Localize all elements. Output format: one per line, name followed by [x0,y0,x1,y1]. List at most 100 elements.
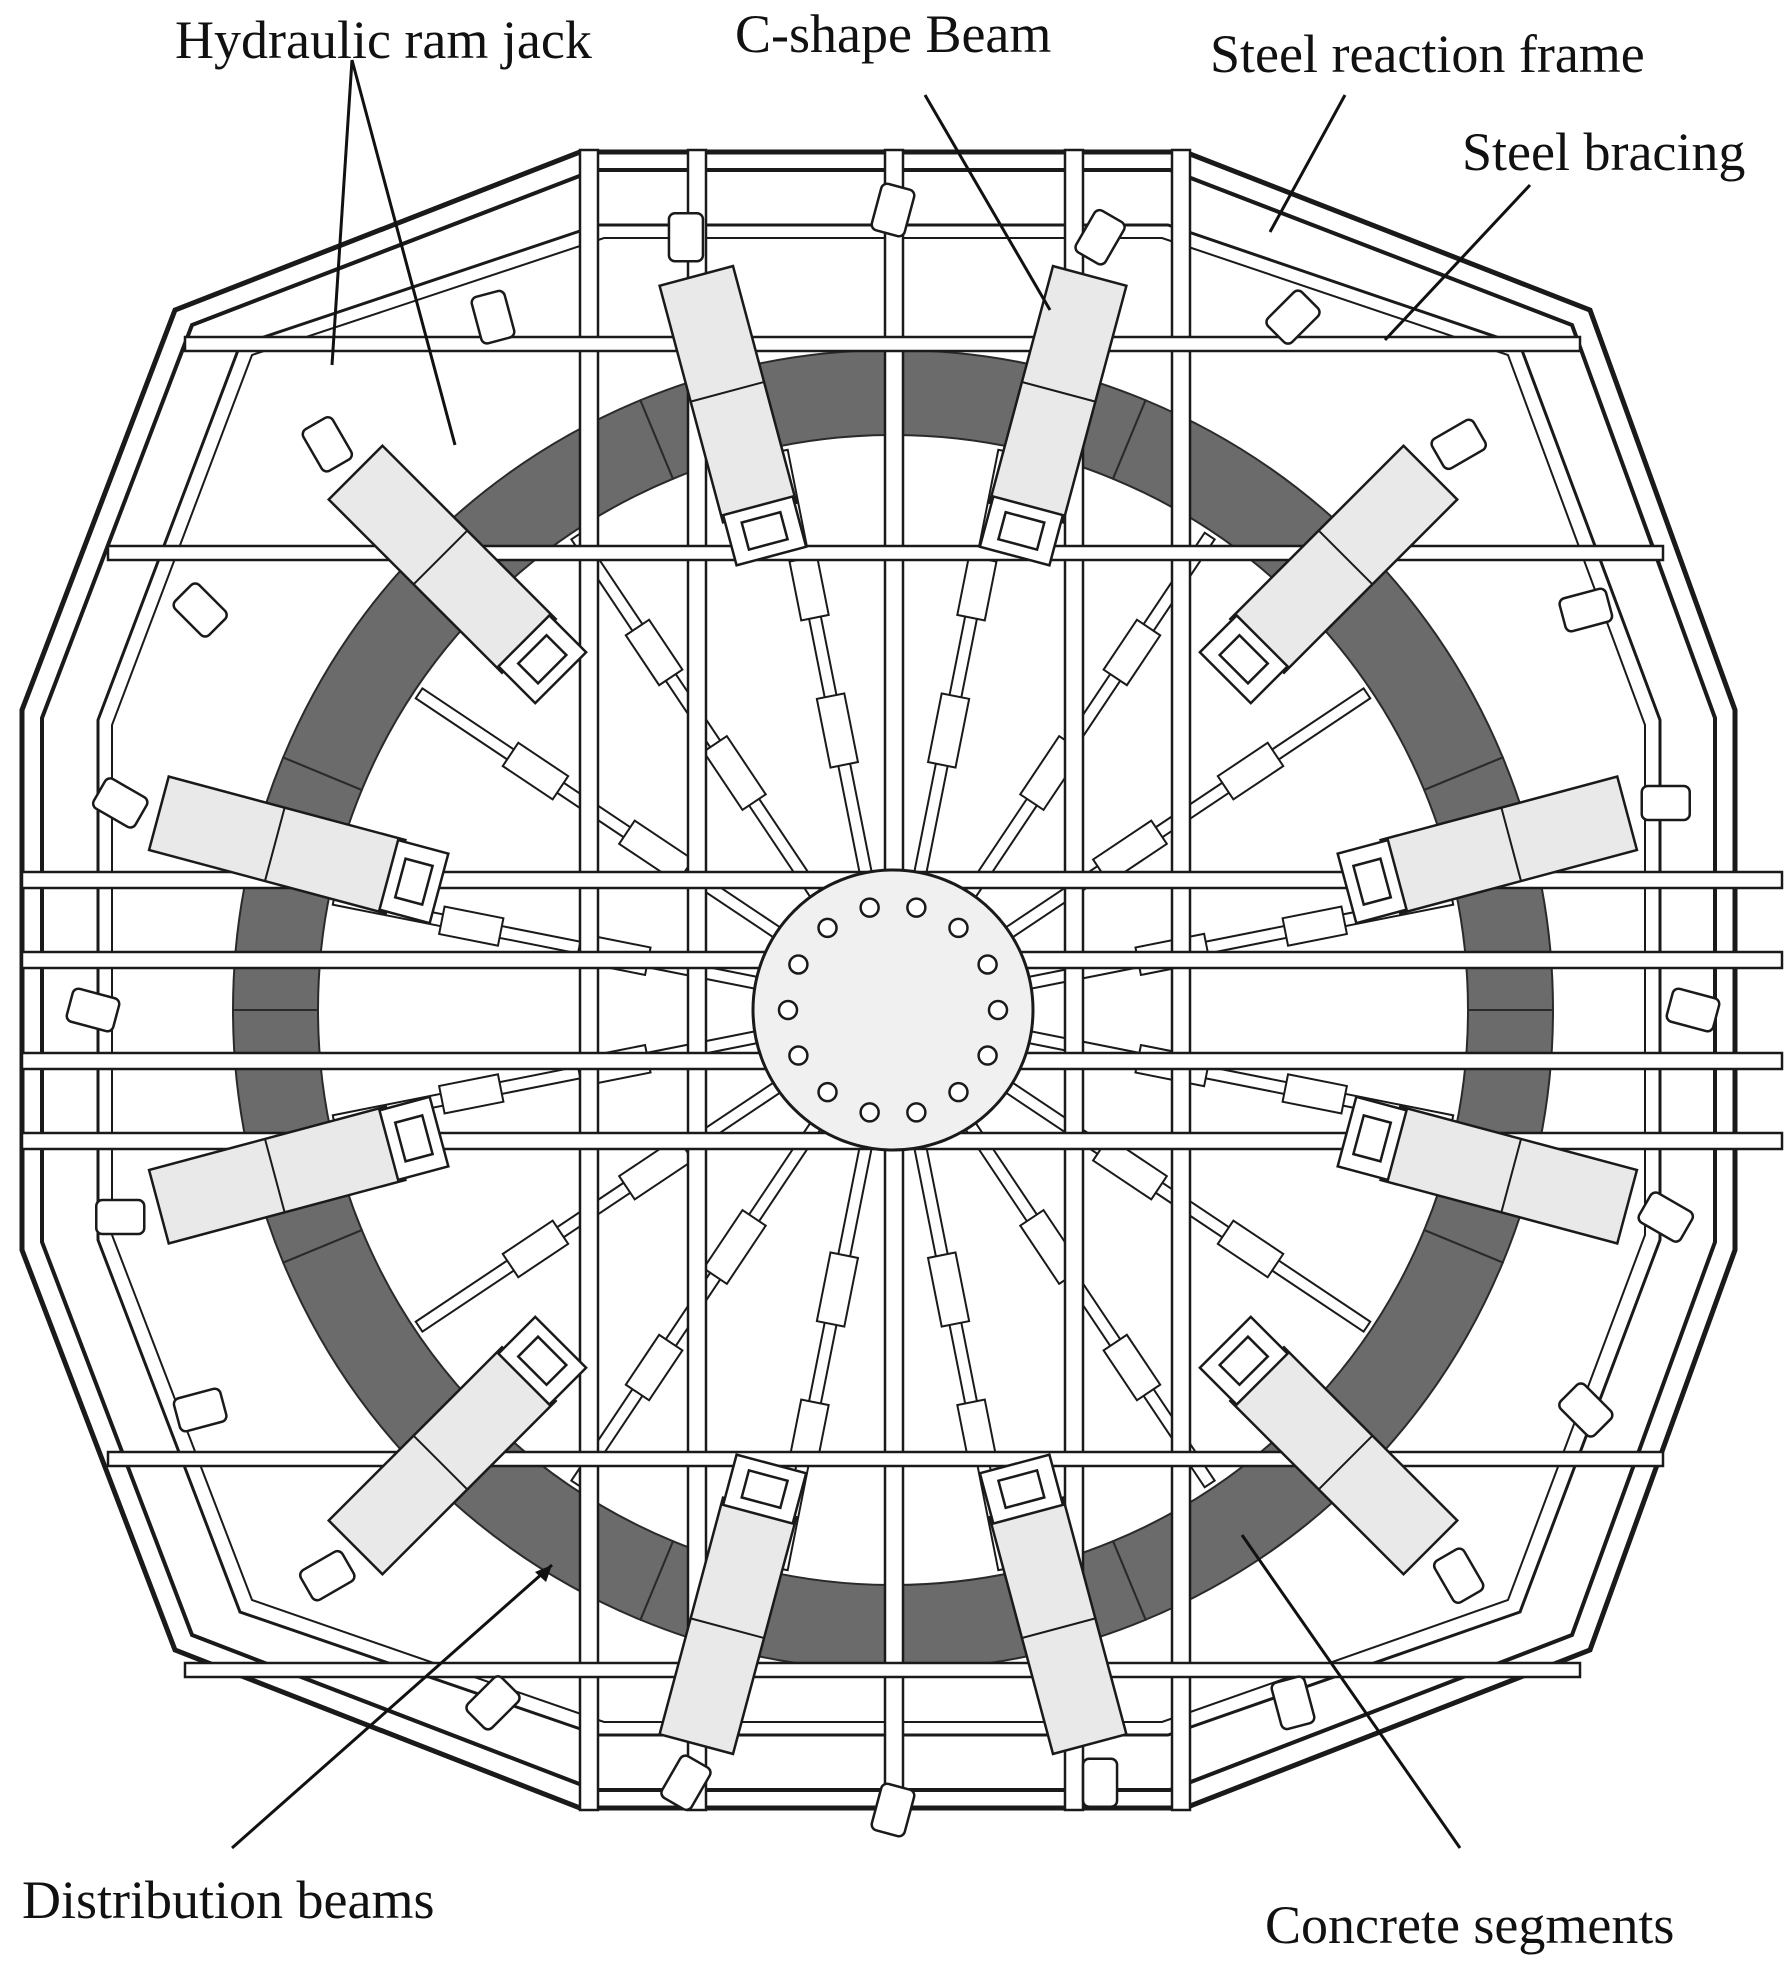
strut-sleeve [624,618,684,687]
strut-sleeve [815,1251,860,1328]
beam-clamp [516,1334,569,1387]
strut-sleeve [702,734,768,812]
strut-sleeve [437,1073,505,1115]
c-shape-beam [1198,1315,1460,1577]
central-hub [751,868,1035,1152]
hydraulic-ram-jack [1074,208,1126,266]
hub-bolt [906,897,927,918]
hydraulic-ram-jack [1430,418,1488,471]
beam-joint [690,381,765,403]
beam-joint [1021,381,1096,403]
c-shape-beam [326,443,588,705]
hydraulic-ram-jack [172,1387,228,1433]
jack-body [1430,418,1488,471]
jack-body [1081,1757,1119,1808]
strut-sleeve [702,1208,768,1286]
c-shape-beam [658,264,808,567]
label-concrete-segments: Concrete segments [1265,1895,1674,1955]
jack-body [1665,987,1721,1033]
hub-bolt [977,954,998,975]
hub-bolt [859,1102,880,1123]
hydraulic-ram-jack [470,289,516,345]
hub-bolt [987,999,1009,1021]
hydraulic-ram-jack [1640,784,1691,822]
strut-sleeve [501,741,570,801]
jack-body [298,1549,356,1602]
hydraulic-ram-jack [667,212,705,263]
beam-clamp [996,510,1046,552]
jack-body [1637,1191,1695,1243]
c-shape-beam [326,1315,588,1577]
jack-body [65,987,121,1033]
hydraulic-ram-jack [870,1782,916,1838]
hydraulic-ram-jack [1432,1547,1485,1605]
beam-joint [690,1617,765,1639]
beam-clamp [1217,633,1270,686]
hub-bolt [788,1045,809,1066]
jack-body [470,289,516,345]
hydraulic-ram-jack [65,987,121,1033]
radial-strut [964,1121,1217,1489]
beam-joint [1317,1434,1374,1491]
vertical-steel-bracing [578,148,1192,1812]
strut-sleeve [956,554,998,622]
beam-clamp [996,1468,1046,1510]
beam-clamp [740,1468,790,1510]
jack-body [95,1198,146,1236]
jack-body [172,1387,228,1433]
jack-body [1270,1675,1316,1731]
beam-joint [264,807,286,882]
c-shape-beam [1336,775,1639,925]
hub-bolt [977,1045,998,1066]
c-shape-beam [147,1095,450,1245]
hydraulic-ram-jacks [65,182,1721,1838]
strut-sleeve [815,692,860,769]
strut-sleeve [1281,905,1349,947]
strut-sleeve [501,1219,570,1279]
beam-joint [264,1138,286,1213]
hydraulic-ram-jack [660,1754,712,1812]
label-steel-reaction-frame: Steel reaction frame [1210,24,1645,84]
beam-clamp [1217,1334,1270,1387]
leader-lines [231,59,1532,1850]
strut-sleeve [1216,1219,1285,1279]
hydraulic-ram-jack [298,1549,356,1602]
strut-sleeve [1216,741,1285,801]
hydraulic-ram-jack [1637,1191,1695,1243]
c-shape-beams [147,264,1639,1756]
jack-body [1265,289,1321,345]
hub-bolt [817,1081,838,1103]
hub-bolt [859,897,880,918]
hub-bolt [906,1102,927,1123]
jack-body [1640,784,1691,822]
hub-bolt [948,1081,969,1103]
label-hydraulic-ram-jack: Hydraulic ram jack [175,10,592,70]
beam-joint [1317,529,1374,586]
hydraulic-ram-jack [1081,1757,1119,1808]
hydraulic-ram-jack [91,777,149,829]
c-shape-beam [147,775,450,925]
beam-clamp [1351,1113,1393,1163]
hub-bolt [788,954,809,975]
label-steel-bracing: Steel bracing [1462,122,1745,182]
strut-sleeve [1102,1333,1162,1402]
hydraulic-ram-jack [95,1198,146,1236]
c-shape-beam [1336,1095,1639,1245]
c-shape-beam [978,1453,1128,1756]
hydraulic-ram-jack [1265,289,1321,345]
hub-bolt [817,917,838,939]
hydraulic-ram-jack [1270,1675,1316,1731]
strut-sleeve [1102,618,1162,687]
jack-body [1558,587,1614,633]
hub-bolt [948,917,969,939]
beam-clamp [740,510,790,552]
strut-sleeve [788,554,830,622]
beam-joint [1500,807,1522,882]
hydraulic-ram-jack [301,415,354,473]
hydraulic-ram-jack [1665,987,1721,1033]
hydraulic-ram-jack [172,582,228,638]
jack-body [1074,208,1126,266]
strut-sleeve [437,905,505,947]
label-distribution-beams: Distribution beams [22,1870,434,1930]
